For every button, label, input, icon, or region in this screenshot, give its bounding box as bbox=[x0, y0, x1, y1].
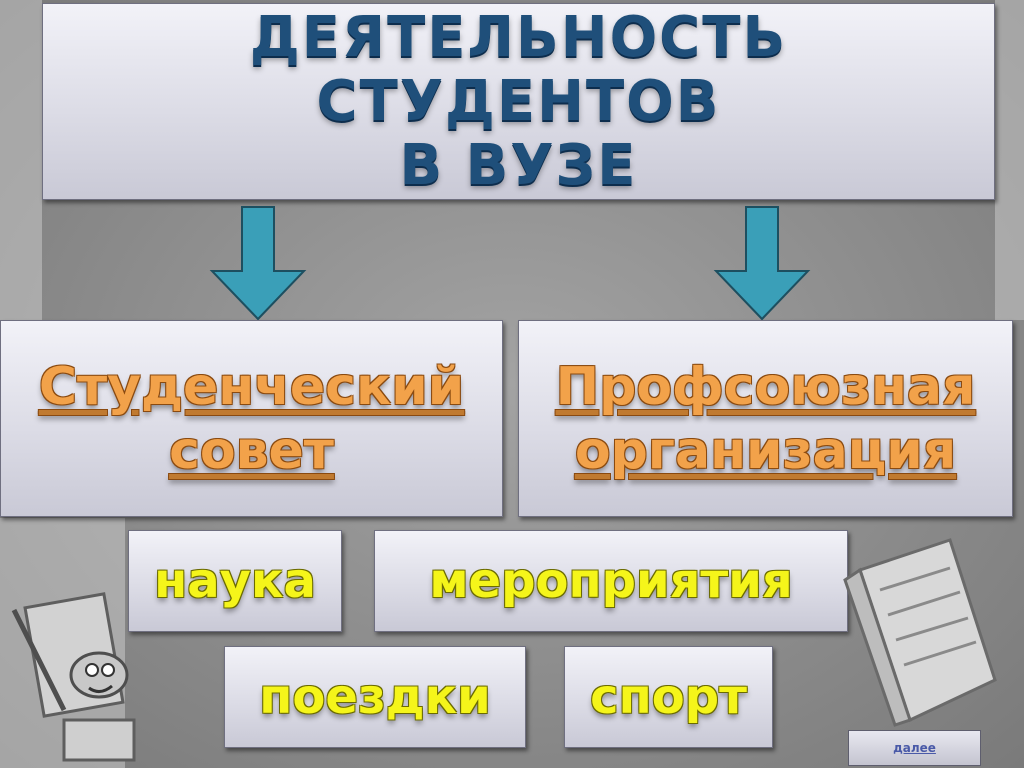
activity-science-box: наука bbox=[128, 530, 342, 632]
activity-sport-box: спорт bbox=[564, 646, 773, 748]
down-arrow-icon bbox=[209, 206, 307, 321]
activity-science-label: наука bbox=[154, 553, 316, 609]
activity-events-label: мероприятия bbox=[429, 553, 793, 609]
next-button[interactable]: далее bbox=[848, 730, 981, 766]
trade-union-line-2: организация bbox=[574, 420, 957, 481]
activity-trips-label: поездки bbox=[259, 669, 491, 725]
newspaper-illustration bbox=[843, 538, 997, 727]
student-council-line-2: совет bbox=[169, 420, 334, 481]
down-arrow-icon bbox=[713, 206, 811, 321]
trade-union-box: Профсоюзная организация bbox=[518, 320, 1013, 517]
title-line-2: В ВУЗЕ bbox=[399, 132, 638, 198]
cartoon-reporter-illustration bbox=[11, 592, 136, 762]
activity-trips-box: поездки bbox=[224, 646, 526, 748]
background-newspaper-right bbox=[995, 0, 1024, 320]
title-line-1: ДЕЯТЕЛЬНОСТЬ СТУДЕНТОВ bbox=[249, 4, 788, 134]
trade-union-line-1: Профсоюзная bbox=[555, 356, 976, 417]
background-newspaper-left bbox=[0, 0, 42, 320]
activity-sport-label: спорт bbox=[590, 669, 747, 725]
title-box: ДЕЯТЕЛЬНОСТЬ СТУДЕНТОВ В ВУЗЕ bbox=[42, 3, 995, 200]
page-title: ДЕЯТЕЛЬНОСТЬ СТУДЕНТОВ В ВУЗЕ bbox=[43, 4, 994, 198]
activity-events-box: мероприятия bbox=[374, 530, 848, 632]
student-council-box: Студенческий совет bbox=[0, 320, 503, 517]
student-council-line-1: Студенческий bbox=[38, 356, 465, 417]
